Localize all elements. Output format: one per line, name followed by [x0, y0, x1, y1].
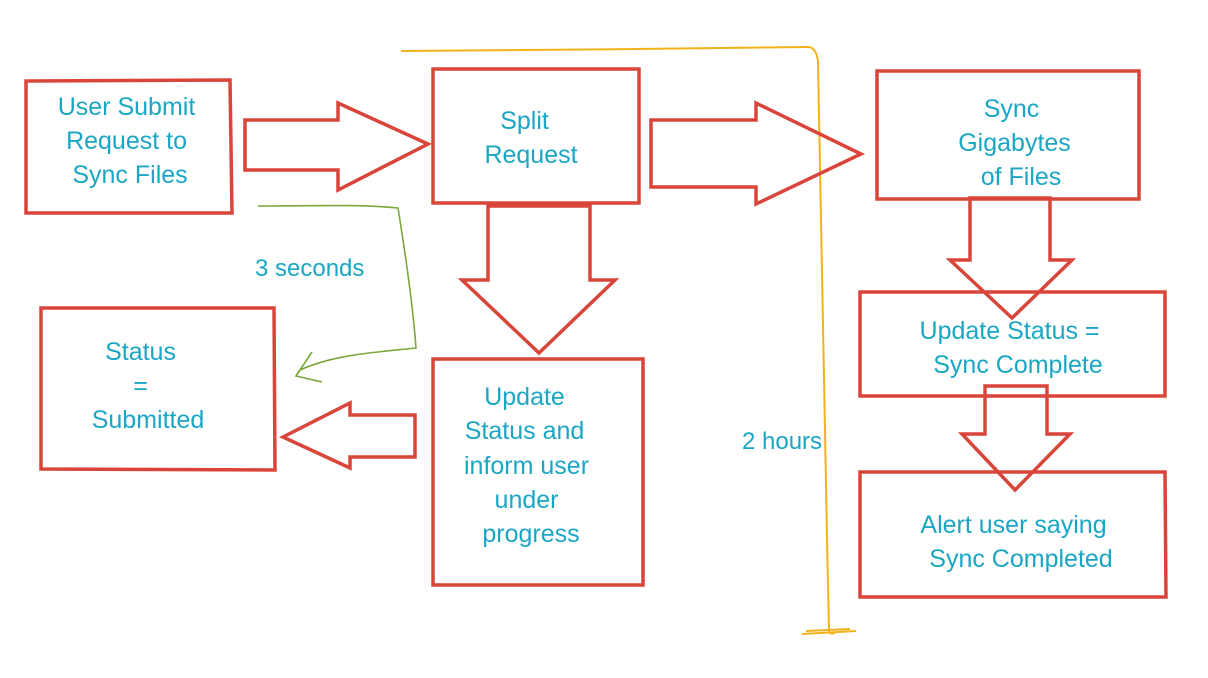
short-duration-label: 3 seconds: [255, 255, 364, 282]
alert-user-label: Alert user saying Sync Completed: [920, 511, 1113, 573]
sync-files-label: Sync Gigabytes of Files: [958, 95, 1078, 191]
update-status-complete-box: Update Status = Sync Complete: [858, 290, 1167, 398]
arrow-sync-to-complete: [945, 196, 1077, 321]
short-duration-connector: [257, 204, 417, 383]
sync-files-box: Sync Gigabytes of Files: [875, 69, 1141, 201]
arrow-complete-to-alert: [957, 384, 1075, 493]
user-submit-label: User Submit Request to Sync Files: [58, 93, 203, 189]
alert-user-box: Alert user saying Sync Completed: [858, 470, 1168, 599]
arrow-split-to-update-progress: [457, 204, 620, 356]
split-request-box: Split Request: [431, 67, 641, 205]
update-status-complete-label: Update Status = Sync Complete: [920, 317, 1107, 379]
arrow-split-to-sync: [649, 100, 866, 207]
long-duration-connector: [400, 45, 857, 635]
long-duration-label: 2 hours: [742, 428, 822, 455]
user-submit-box: User Submit Request to Sync Files: [24, 78, 234, 215]
arrow-submit-to-split: [243, 100, 433, 193]
status-submitted-label: Status = Submitted: [92, 338, 205, 434]
split-request-label: Split Request: [484, 107, 577, 169]
update-status-progress-box: Update Status and inform user under prog…: [431, 357, 645, 587]
arrow-update-progress-to-status: [278, 400, 417, 471]
update-status-progress-label: Update Status and inform user under prog…: [464, 383, 596, 548]
status-submitted-box: Status = Submitted: [39, 306, 277, 472]
